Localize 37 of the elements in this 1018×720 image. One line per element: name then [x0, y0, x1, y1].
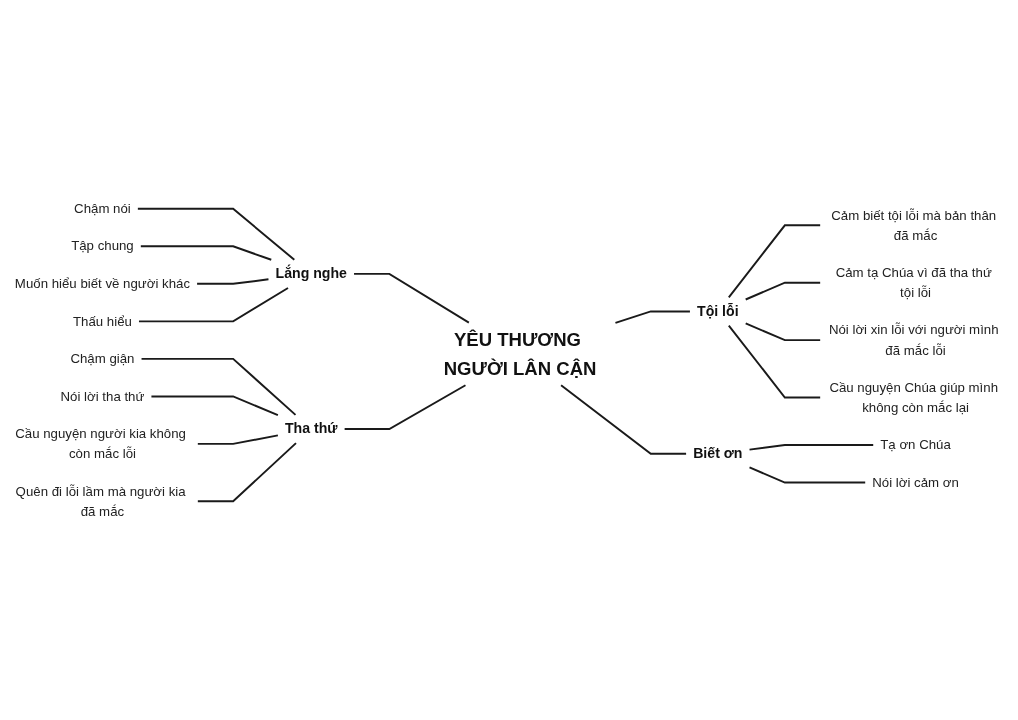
connector [727, 324, 822, 399]
node-text: Cảm biết tội lỗi mà bản thân đã mắc [831, 207, 997, 243]
connector [748, 466, 867, 484]
connector [343, 384, 467, 430]
connector [140, 357, 297, 416]
node-text: Biết ơn [693, 445, 743, 461]
connector [196, 434, 279, 445]
node-text: Tạ ơn Chúa [880, 436, 951, 452]
connector [139, 245, 273, 261]
connector [136, 207, 296, 261]
connector [744, 281, 822, 301]
connector [614, 310, 691, 324]
node-text: Thấu hiểu [72, 313, 132, 329]
node-text: Cầu nguyện Chúa giúp mình không còn mắc lại [829, 379, 999, 415]
connector [744, 322, 822, 342]
node-text: Chậm nói [74, 200, 131, 216]
node-text: Cảm tạ Chúa vì đã tha thứ tội lỗi [835, 264, 992, 300]
node-text: Nói lời cảm ơn [872, 474, 959, 490]
connector [560, 384, 688, 455]
node-text: Muốn hiểu biết về người khác [14, 275, 191, 291]
connector [150, 395, 279, 417]
connector [196, 278, 270, 285]
node-text: Quên đi lỗi lầm mà người kia đã mắc [15, 483, 186, 519]
node-text: Nói lời tha thứ [60, 388, 145, 404]
node-text: Cầu nguyện người kia không còn mắc lỗi [15, 425, 186, 461]
node-text: Tha thứ [284, 421, 338, 437]
node-text: Chậm giận [70, 350, 135, 366]
node-text: YÊU THƯƠNG NGƯỜI LÂN CẬN [443, 329, 597, 378]
connector [196, 442, 297, 503]
connector [353, 272, 470, 324]
node-text: Lắng nghe [275, 265, 347, 281]
connector [138, 287, 289, 323]
connector [727, 224, 822, 299]
node-text: Nói lời xin lỗi với người mình đã mắc lỗi [828, 322, 999, 357]
connector [748, 444, 875, 451]
node-text: Tội lỗi [697, 303, 739, 319]
node-text: Tập chung [71, 238, 134, 254]
